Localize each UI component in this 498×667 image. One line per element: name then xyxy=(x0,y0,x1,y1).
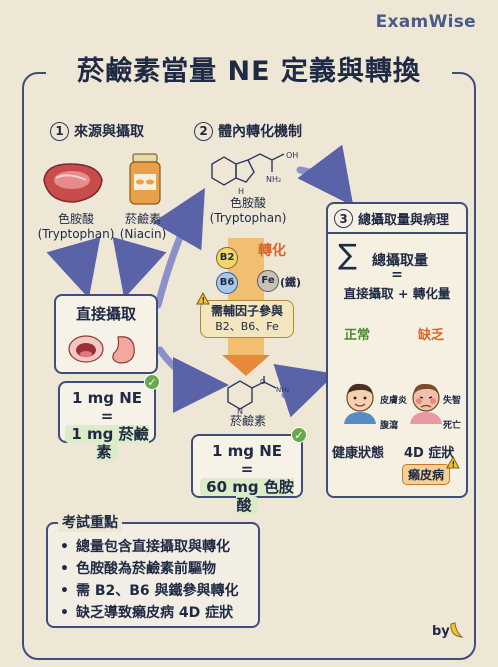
symptom-diarrhea: 腹瀉 xyxy=(380,421,399,431)
source-niacin-label: 菸鹼素 (Niacin) xyxy=(112,212,174,242)
cofactor-line2: B2、B6、Fe xyxy=(215,320,279,333)
svg-text:NH₂: NH₂ xyxy=(276,386,290,394)
total-label: 總攝取量 xyxy=(372,253,428,269)
source-trp-name: 色胺酸 xyxy=(57,212,94,226)
mouth-stomach-icon xyxy=(68,335,135,364)
arrow-niacin-to-total xyxy=(273,364,336,418)
conversion-label: 轉化 xyxy=(258,243,286,259)
source-niacin-en: (Niacin) xyxy=(119,227,167,241)
svg-text:H: H xyxy=(238,187,244,196)
eq1-check-icon: ✓ xyxy=(144,374,160,390)
arrow-trp-to-total xyxy=(296,144,354,207)
pathology-divider xyxy=(326,232,468,234)
pellagra-badge: 癩皮病 xyxy=(402,464,451,485)
key-points-heading: 考試重點 xyxy=(58,512,122,532)
source-trp-label: 色胺酸 (Tryptophan) xyxy=(28,212,124,242)
normal-label: 正常 xyxy=(344,328,371,343)
meat-icon xyxy=(43,163,103,203)
svg-text:N: N xyxy=(237,407,243,414)
mech-niacin-name: 菸鹼素 xyxy=(229,414,266,428)
eq1-line2: = xyxy=(100,407,114,425)
svg-text:O: O xyxy=(260,378,266,386)
cofactor-box: 需輔因子參與 B2、B6、Fe xyxy=(200,300,294,338)
eq1-line1: 1 mg NE xyxy=(71,389,143,407)
pathology-box xyxy=(326,202,468,498)
key-point-item: 需 B2、B6 與鐵參與轉化 xyxy=(60,580,258,602)
eq2-check-icon: ✓ xyxy=(291,427,307,443)
b6-badge: B6 xyxy=(216,272,238,294)
svg-text:OH: OH xyxy=(286,151,298,160)
deficient-label: 缺乏 xyxy=(418,328,445,343)
svg-text:!: ! xyxy=(452,460,456,469)
eq1-box: 1 mg NE = 1 mg 菸鹼素 xyxy=(58,381,156,461)
arrow-direct-to-trp xyxy=(152,187,205,309)
niacin-bottle-icon xyxy=(129,153,161,205)
tryptophan-structure-icon: H OH NH₂ xyxy=(211,151,298,196)
step3-heading: 3 總攝取量與病理 xyxy=(334,209,449,228)
footer-by: by xyxy=(432,624,450,639)
svg-text:!: ! xyxy=(202,296,206,305)
direct-intake-label: 直接攝取 xyxy=(75,305,136,323)
step1-label: 來源與攝取 xyxy=(74,124,144,140)
eq1-line3: 1 mg 菸鹼素 xyxy=(65,425,149,461)
step1-number: 1 xyxy=(50,121,69,141)
arrow-direct-to-niacin xyxy=(156,346,229,413)
svg-text:NH₂: NH₂ xyxy=(266,175,281,184)
mech-trp-label: 色胺酸 (Tryptophan) xyxy=(206,196,290,226)
mech-trp-name: 色胺酸 xyxy=(229,196,266,210)
symptoms-label: 4D 症狀 xyxy=(404,446,455,461)
sigma-symbol: ∑ xyxy=(338,238,357,271)
source-trp-en: (Tryptophan) xyxy=(37,227,115,241)
arrow-niacin-to-direct xyxy=(112,236,167,299)
step2-number: 2 xyxy=(194,121,213,141)
eq2-line2: = xyxy=(240,460,254,478)
symptom-dementia: 失智 xyxy=(443,396,462,406)
arrow-trp-to-direct xyxy=(46,236,101,299)
step3-label: 總攝取量與病理 xyxy=(358,213,450,228)
healthy-label: 健康狀態 xyxy=(332,446,385,461)
eq2-line1: 1 mg NE xyxy=(211,442,283,460)
key-point-item: 總量包含直接攝取與轉化 xyxy=(60,536,258,558)
key-point-item: 色胺酸為菸鹼素前驅物 xyxy=(60,558,258,580)
key-points-list: 總量包含直接攝取與轉化 色胺酸為菸鹼素前驅物 需 B2、B6 與鐵參與轉化 缺乏… xyxy=(60,536,258,624)
total-formula: 直接攝取 + 轉化量 xyxy=(343,286,451,301)
key-point-item: 缺乏導致癩皮病 4D 症狀 xyxy=(60,602,258,624)
direct-intake-box: 直接攝取 xyxy=(54,294,158,374)
niacin-structure-icon: N O NH₂ xyxy=(227,376,290,414)
eq2-line3: 60 mg 色胺酸 xyxy=(200,478,294,514)
banana-icon xyxy=(450,622,464,638)
step2-label: 體內轉化機制 xyxy=(218,124,302,140)
key-points-box: 考試重點 總量包含直接攝取與轉化 色胺酸為菸鹼素前驅物 需 B2、B6 與鐵參與… xyxy=(46,512,260,628)
b2-badge: B2 xyxy=(216,247,238,269)
conversion-arrow-head xyxy=(222,355,270,376)
fe-badge: Fe xyxy=(257,270,279,292)
healthy-person-icon xyxy=(344,383,376,424)
mech-trp-en: (Tryptophan) xyxy=(209,211,287,225)
fe-label: (鐵) xyxy=(280,276,302,289)
total-eq-sign: = xyxy=(391,267,403,283)
page-title: 菸鹼素當量 NE 定義與轉換 xyxy=(46,48,452,96)
step1-heading: 1 來源與攝取 xyxy=(50,121,144,141)
brand-logo: ExamWise xyxy=(375,12,476,32)
step3-number: 3 xyxy=(334,209,353,228)
step2-heading: 2 體內轉化機制 xyxy=(194,121,302,141)
warning-icon: ! xyxy=(196,292,210,305)
source-niacin-name: 菸鹼素 xyxy=(124,212,161,226)
cofactor-line1: 需輔因子參與 xyxy=(210,304,283,318)
symptom-death: 死亡 xyxy=(443,421,462,431)
pellagra-warning-icon: ! xyxy=(446,456,460,469)
symptom-dermatitis: 皮膚炎 xyxy=(380,396,408,406)
eq2-box: 1 mg NE = 60 mg 色胺酸 xyxy=(191,434,303,514)
sick-person-icon xyxy=(410,383,442,424)
